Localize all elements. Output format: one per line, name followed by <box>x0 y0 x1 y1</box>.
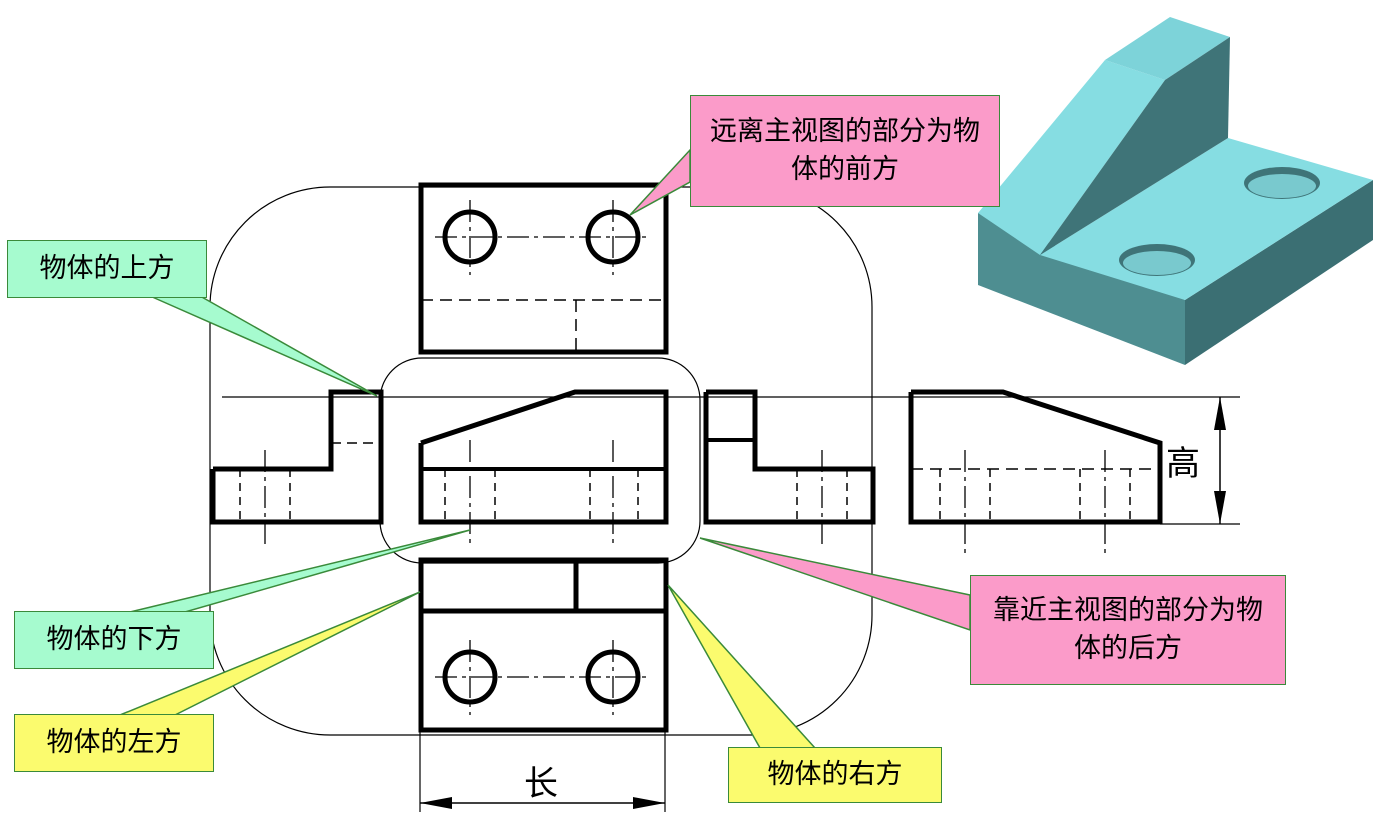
bottom-view <box>418 557 669 733</box>
length-dimension <box>420 797 665 809</box>
callout-pointer-top <box>149 295 378 397</box>
hole-circle <box>585 649 641 705</box>
length-label: 长 <box>524 764 558 804</box>
right-side-view <box>703 389 876 545</box>
callout-right: 物体的右方 <box>728 747 942 803</box>
projection-lines <box>222 396 1240 812</box>
callout-pointer-right <box>667 584 817 749</box>
top-view <box>418 182 669 355</box>
height-label: 高 <box>1166 444 1200 484</box>
callout-left: 物体的左方 <box>14 714 214 772</box>
callout-top: 物体的上方 <box>7 240 207 298</box>
callout-bottom: 物体的下方 <box>14 611 214 669</box>
front-view <box>418 389 669 545</box>
hole-circle <box>442 209 498 265</box>
view-region-outline <box>209 186 873 736</box>
callout-back: 靠近主视图的部分为物体的后方 <box>970 575 1286 685</box>
callout-pointer-back <box>699 537 971 632</box>
height-dimension <box>1214 397 1226 524</box>
rear-view <box>908 389 1163 555</box>
left-side-view <box>210 389 384 545</box>
callout-front: 远离主视图的部分为物体的前方 <box>690 95 1000 207</box>
hole-circle <box>585 209 641 265</box>
isometric-model <box>978 17 1373 365</box>
hole-circle <box>442 649 498 705</box>
front-view-outline <box>379 357 701 564</box>
